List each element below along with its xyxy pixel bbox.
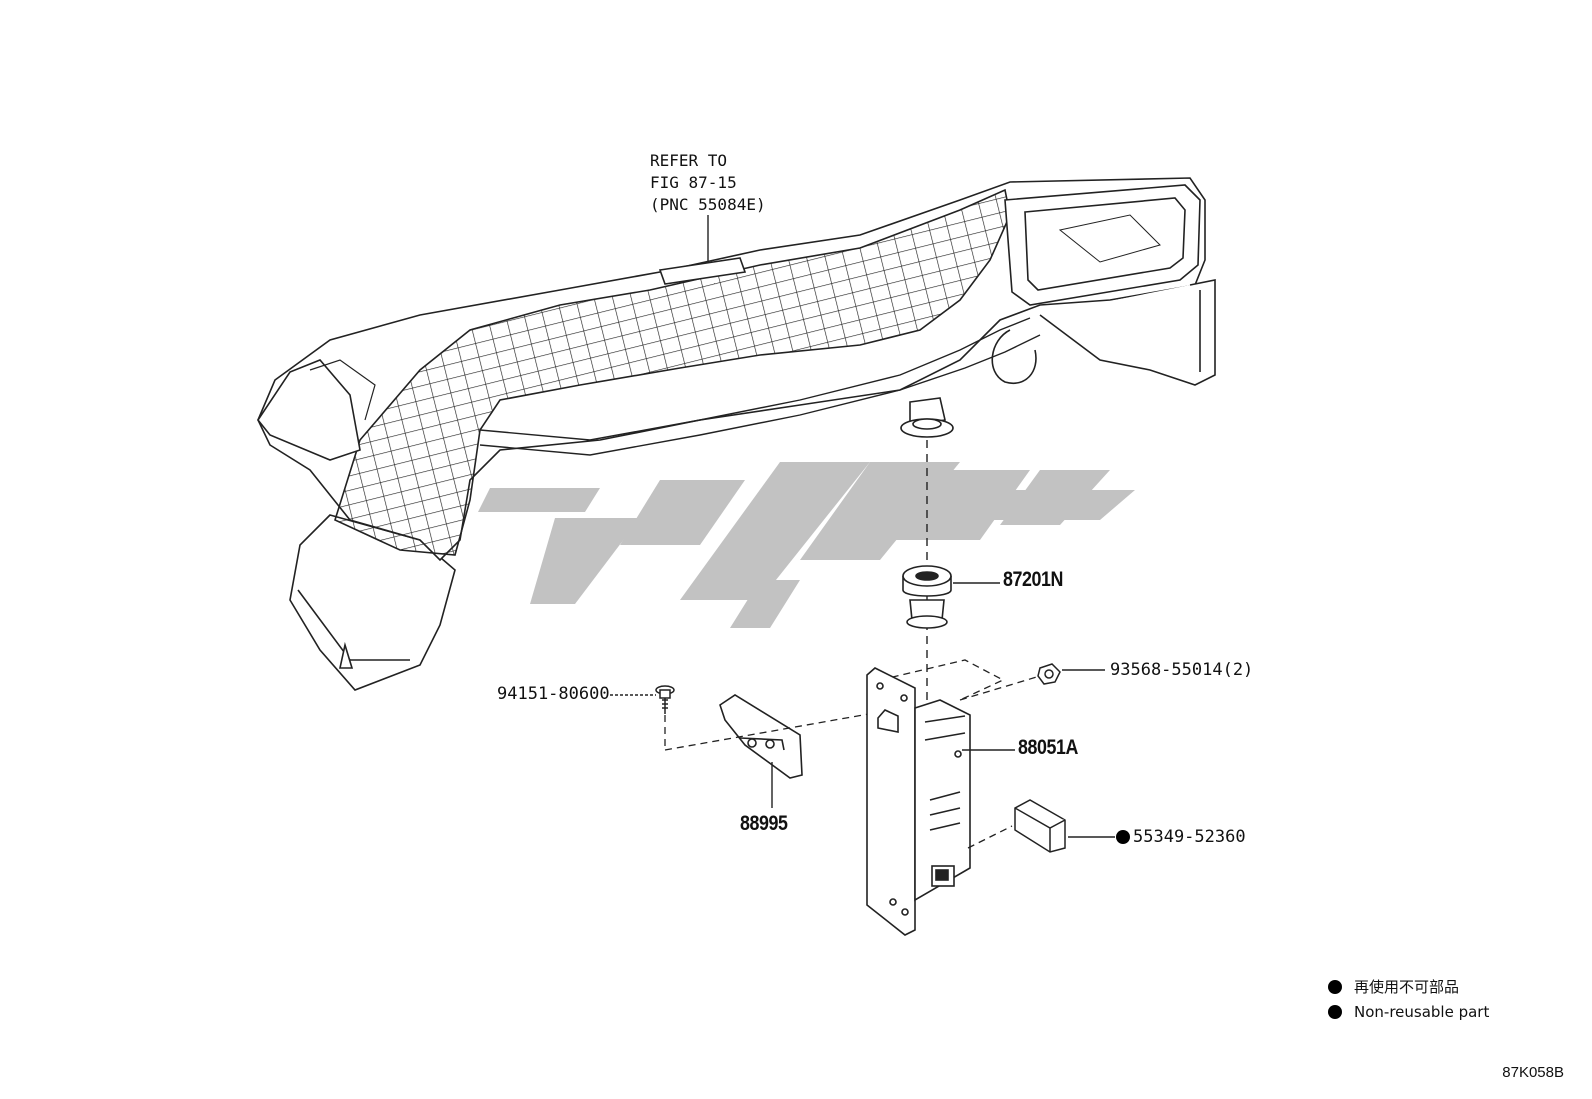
grommet-87201N (902, 565, 952, 629)
refer-line-3: (PNC 55084E) (650, 195, 766, 214)
control-module-88051A (866, 667, 971, 936)
part-label-55349: 55349-52360 (1133, 827, 1246, 847)
bracket-88995 (719, 694, 803, 779)
legend-row-jp: 再使用不可部品 (1328, 974, 1489, 999)
pad-55349-52360 (1014, 799, 1066, 853)
air-duct-assembly (257, 177, 1216, 691)
watermark-logo (478, 462, 1135, 628)
legend-en-text: Non-reusable part (1354, 1002, 1490, 1021)
refer-line-2: FIG 87-15 (650, 173, 737, 192)
refer-line-1: REFER TO (650, 151, 728, 170)
figure-code: 87K058B (1502, 1064, 1564, 1081)
refer-note: REFER TO FIG 87-15 (PNC 55084E) (650, 150, 766, 216)
non-reusable-marker (1116, 830, 1130, 844)
part-label-88051A: 88051A (1018, 736, 1078, 759)
dash-93568 (959, 675, 1041, 701)
bolt-93568-55014 (1037, 663, 1061, 685)
legend: 再使用不可部品 Non-reusable part (1328, 974, 1489, 1024)
legend-jp-text: 再使用不可部品 (1354, 978, 1460, 996)
part-label-93568: 93568-55014(2) (1110, 660, 1254, 680)
bolt-94151-80600 (655, 685, 675, 714)
part-label-94151: 94151-80600 (497, 684, 610, 704)
legend-row-en: Non-reusable part (1328, 999, 1489, 1024)
dash-mount-outline (879, 659, 1005, 701)
dash-94151-across (664, 711, 881, 751)
bullet-icon (1328, 979, 1342, 994)
part-label-87201N: 87201N (1003, 568, 1063, 591)
dash-55349 (967, 825, 1013, 849)
part-label-88995: 88995 (740, 812, 788, 835)
bullet-icon (1328, 1004, 1342, 1019)
